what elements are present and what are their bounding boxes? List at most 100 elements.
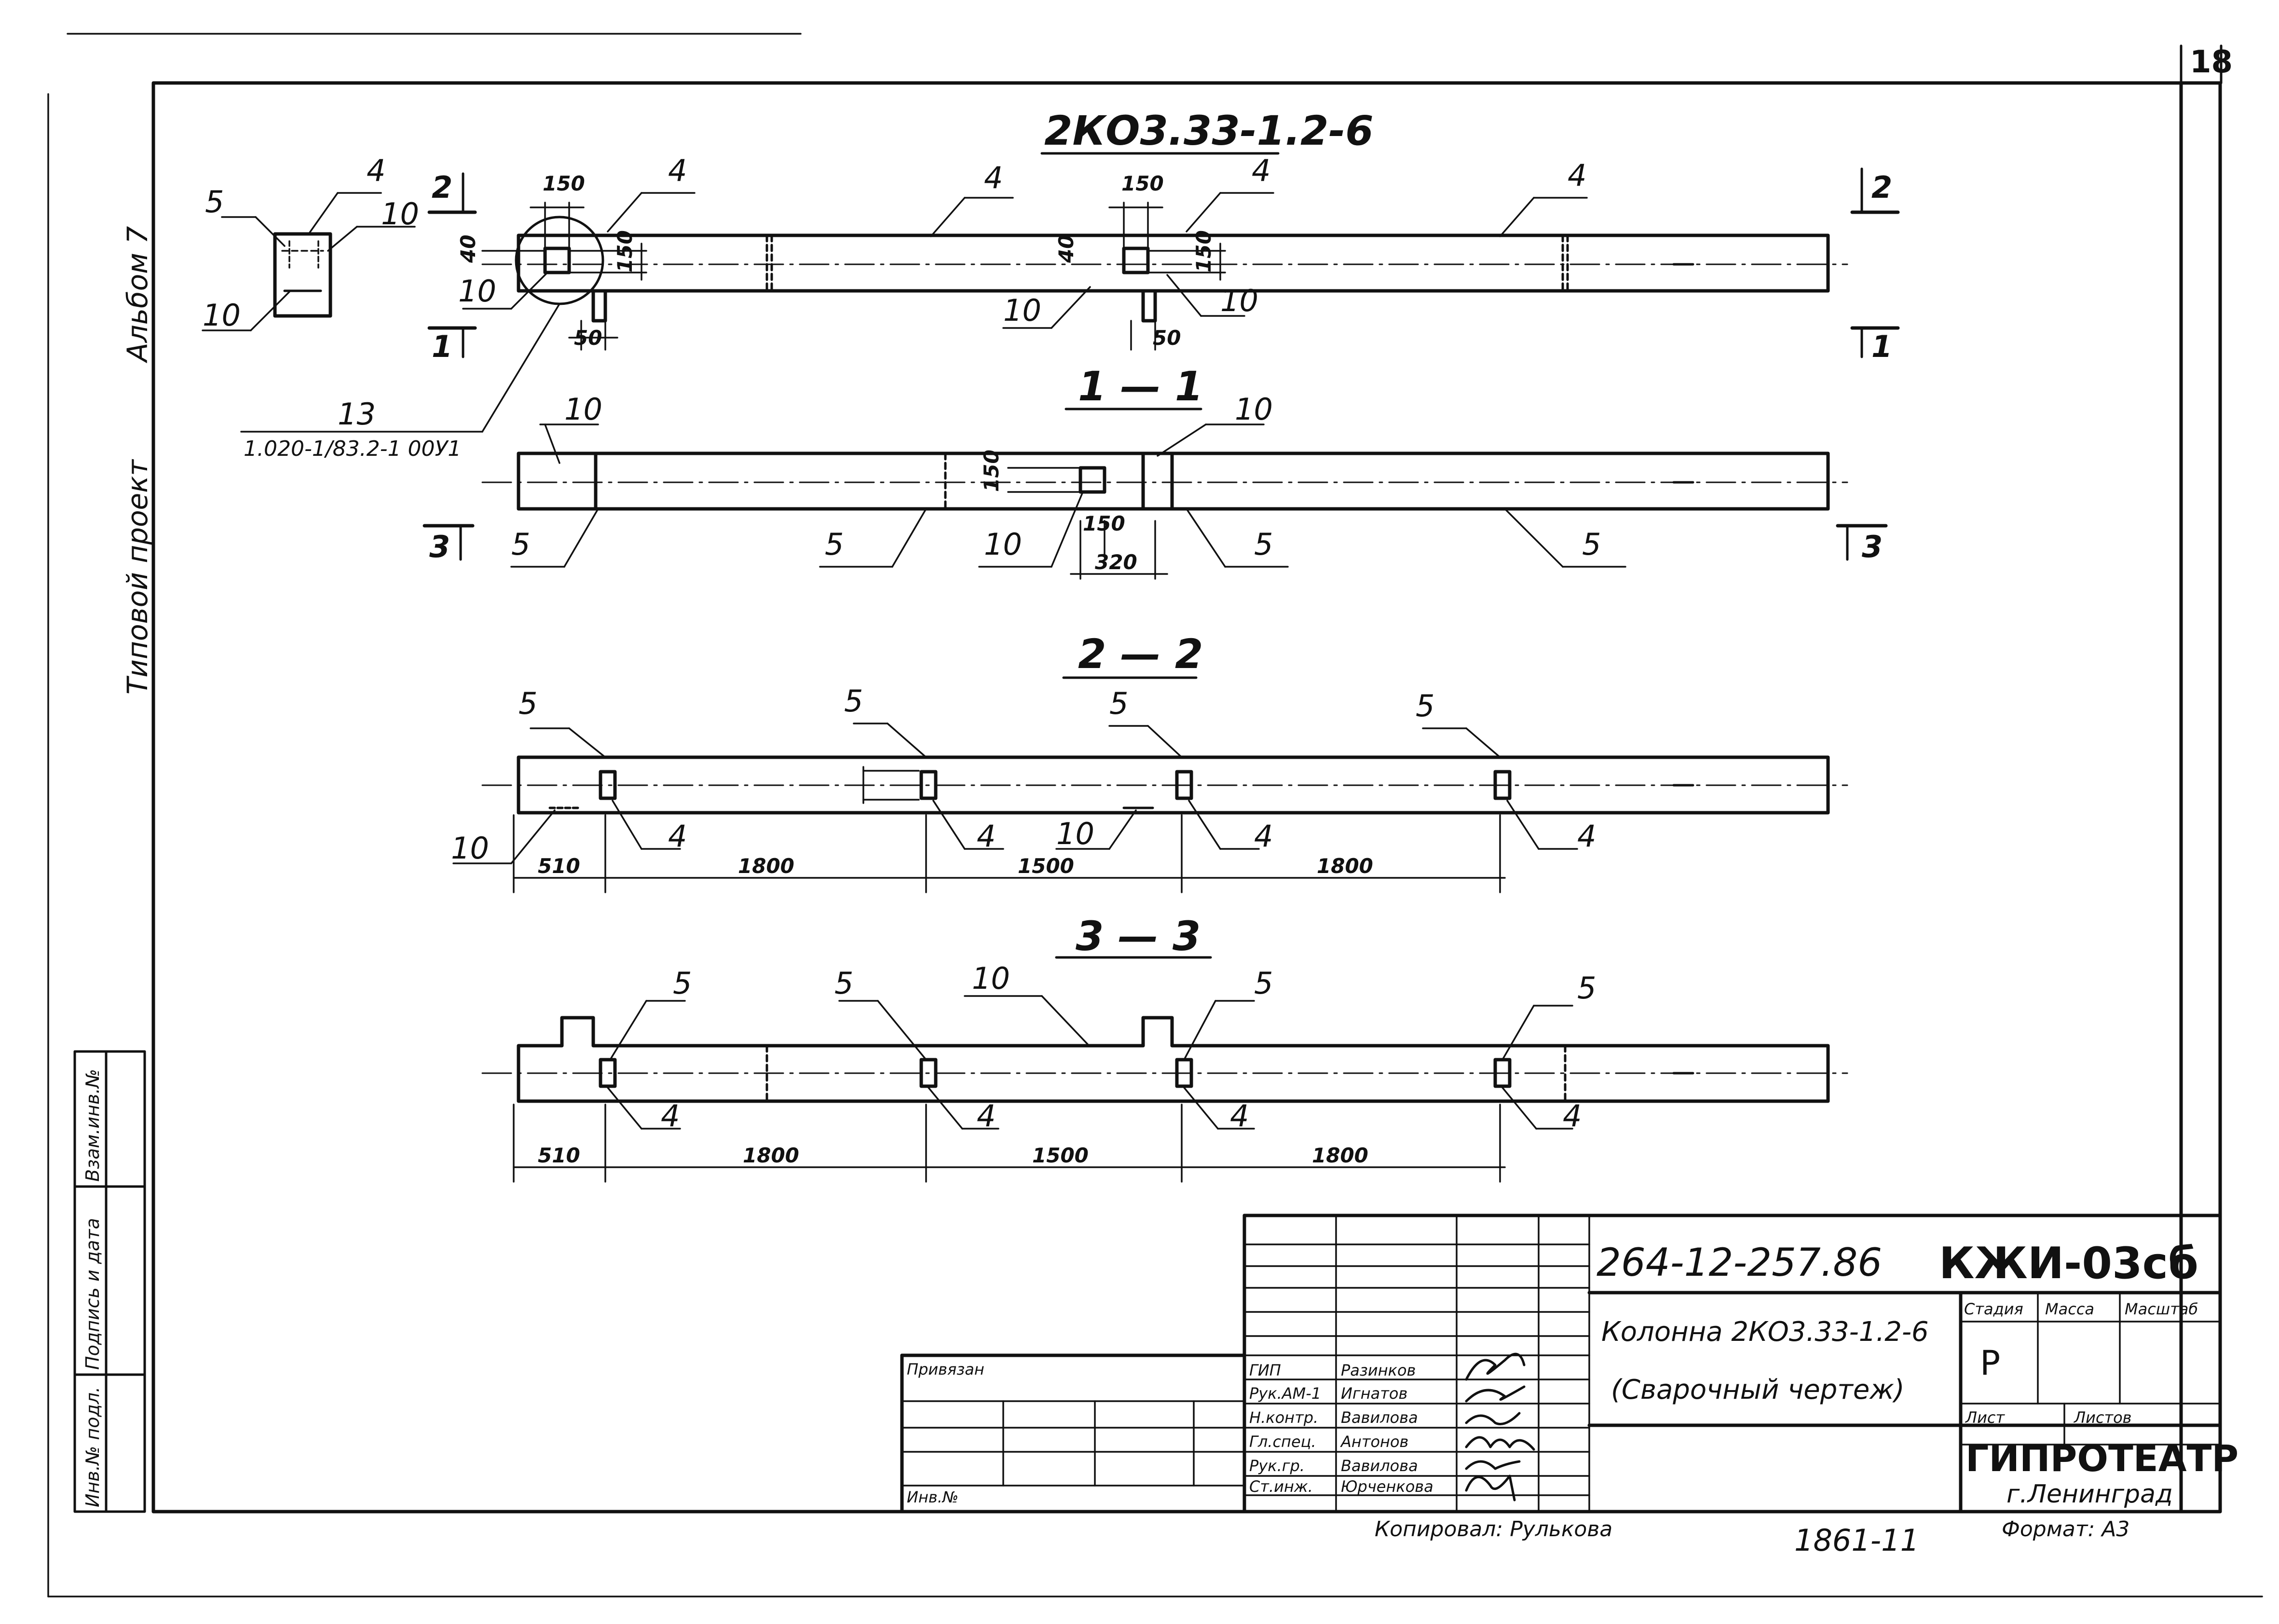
plan-dim-40a: 40 xyxy=(456,235,480,263)
s33-mark-4b: 4 xyxy=(977,1098,996,1133)
small-sec-mark-10b: 10 xyxy=(203,298,241,333)
cut-markers xyxy=(423,167,1900,561)
s11-dim-150a: 150 xyxy=(980,450,1003,492)
sidebar-album: Альбом 7 xyxy=(121,226,154,364)
sidebar-project: Типовой проект xyxy=(121,459,154,695)
section-1-1-body xyxy=(481,451,1848,580)
role-0: ГИП xyxy=(1249,1361,1281,1379)
org-name: ГИПРОТЕАТР xyxy=(1965,1437,2238,1480)
plan-dim-50b: 50 xyxy=(1153,326,1181,350)
plan-dim-40b: 40 xyxy=(1054,235,1078,263)
section-2-2-title: 2 — 2 xyxy=(1078,630,1203,678)
s22-mark-4a: 4 xyxy=(668,819,687,854)
s22-mark-4c: 4 xyxy=(1254,819,1273,854)
s22-dim-1800b: 1800 xyxy=(1317,854,1373,878)
plan-mark-4c: 4 xyxy=(1252,153,1270,188)
s33-mark-4c: 4 xyxy=(1230,1098,1249,1133)
small-sec-mark-5: 5 xyxy=(205,184,224,219)
s22-mark-10a: 10 xyxy=(451,831,489,866)
s22-mark-5a: 5 xyxy=(519,686,537,721)
bottom-number: 1861-11 xyxy=(1794,1523,1919,1558)
plan-mark-10b: 10 xyxy=(1003,293,1041,328)
sheet-number: 18 xyxy=(2190,44,2233,80)
s22-mark-4d: 4 xyxy=(1577,819,1596,854)
sheet-frame xyxy=(47,33,2263,1597)
inv-no-label: Инв.№ xyxy=(907,1488,958,1506)
s22-dim-1800a: 1800 xyxy=(738,854,794,878)
s11-mark-10b: 10 xyxy=(1235,392,1273,427)
section-1-1-leaders xyxy=(510,423,1626,568)
sheet-header: Лист xyxy=(1965,1408,2005,1427)
drawing-title: 2КО3.33-1.2-6 xyxy=(1044,107,1374,154)
s22-mark-10b: 10 xyxy=(1056,816,1094,851)
cut-2-left: 2 xyxy=(432,170,452,205)
cut-3-left: 3 xyxy=(429,529,450,564)
s33-mark-5b: 5 xyxy=(834,966,853,1001)
title-code: 264-12-257.86 xyxy=(1597,1240,1882,1285)
plan-mark-4d: 4 xyxy=(1568,158,1586,193)
small-sec-mark-10a: 10 xyxy=(381,196,419,232)
plan-dim-150c: 150 xyxy=(613,230,637,273)
section-2-2-body xyxy=(481,755,1848,815)
s33-dim-1500: 1500 xyxy=(1032,1144,1089,1167)
title-name-2: (Сварочный чертеж) xyxy=(1611,1374,1905,1406)
stamp-inv: Инв.№ подл. xyxy=(82,1387,103,1507)
s11-mark-5c: 5 xyxy=(1254,527,1273,562)
ref-13: 13 xyxy=(338,396,376,432)
copied-by: Копировал: Рулькова xyxy=(1375,1517,1612,1542)
plan-dim-150b: 150 xyxy=(1121,172,1164,195)
left-stamp xyxy=(73,1050,146,1513)
s33-mark-5d: 5 xyxy=(1577,970,1596,1006)
mass-header: Масса xyxy=(2045,1300,2094,1318)
person-5: Юрченкова xyxy=(1341,1477,1433,1496)
org-city: г.Ленинград xyxy=(2006,1480,2173,1509)
s22-mark-5d: 5 xyxy=(1416,688,1434,723)
sheets-header: Листов xyxy=(2074,1408,2132,1427)
s22-mark-5b: 5 xyxy=(844,683,863,719)
section-3-3-title: 3 — 3 xyxy=(1076,913,1201,960)
plan-dim-150d: 150 xyxy=(1192,230,1215,273)
plan-mark-4b: 4 xyxy=(984,160,1003,195)
s11-mark-10a: 10 xyxy=(564,392,602,427)
plan-dim-50a: 50 xyxy=(574,326,602,350)
title-name-1: Колонна 2КО3.33-1.2-6 xyxy=(1601,1316,1929,1348)
s33-mark-5a: 5 xyxy=(673,966,692,1001)
s11-mark-10c: 10 xyxy=(984,527,1022,562)
s33-mark-5c: 5 xyxy=(1254,966,1273,1001)
plan-mark-10c: 10 xyxy=(1220,283,1258,318)
s22-mark-5c: 5 xyxy=(1109,686,1128,721)
s33-mark-4a: 4 xyxy=(661,1098,680,1133)
role-2: Н.контр. xyxy=(1249,1408,1318,1427)
section-2-2-dims xyxy=(513,814,1506,893)
section-1-1-title: 1 — 1 xyxy=(1078,363,1203,410)
cut-2-right: 2 xyxy=(1871,170,1892,205)
s33-dim-1800a: 1800 xyxy=(743,1144,799,1167)
person-0: Разинков xyxy=(1341,1361,1416,1379)
s33-dim-510: 510 xyxy=(538,1144,580,1167)
cut-3-right: 3 xyxy=(1862,529,1883,564)
stage-value: Р xyxy=(1980,1343,2000,1383)
s11-mark-5d: 5 xyxy=(1582,527,1601,562)
s22-mark-4b: 4 xyxy=(977,819,996,854)
ref-13-doc: 1.020-1/83.2-1 00У1 xyxy=(244,437,461,461)
s11-mark-5b: 5 xyxy=(825,527,844,562)
role-3: Гл.спец. xyxy=(1249,1433,1316,1451)
stage-header: Стадия xyxy=(1964,1300,2023,1318)
role-4: Рук.гр. xyxy=(1249,1457,1305,1475)
s11-dim-320: 320 xyxy=(1095,550,1137,574)
title-block-grid xyxy=(900,1214,2222,1514)
s33-mark-4d: 4 xyxy=(1563,1098,1582,1133)
format-label: Формат: А3 xyxy=(2002,1517,2129,1542)
s11-dim-150b: 150 xyxy=(1083,512,1125,535)
signatures xyxy=(1465,1352,1535,1501)
plan-leaders xyxy=(240,192,1588,433)
privyazan-label: Привязан xyxy=(907,1360,984,1378)
section-3-3-body xyxy=(481,1016,1848,1103)
small-cross-section xyxy=(273,232,332,318)
column-plan xyxy=(481,202,1848,351)
cut-1-left: 1 xyxy=(432,329,452,364)
s33-dim-1800b: 1800 xyxy=(1312,1144,1368,1167)
small-sec-mark-4: 4 xyxy=(367,153,385,188)
section-3-3-leaders xyxy=(607,995,1573,1130)
